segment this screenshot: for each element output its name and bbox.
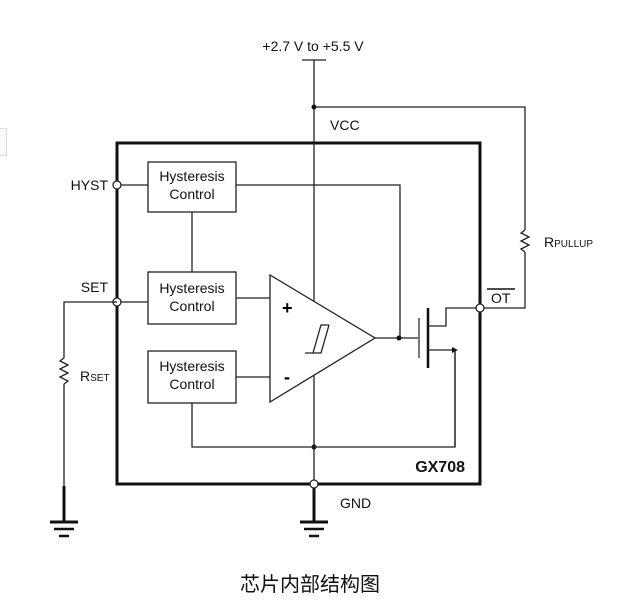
hysteresis-icon <box>305 324 329 354</box>
left-edge-marker <box>0 128 7 156</box>
block1-output-wire <box>236 184 401 338</box>
supply-label: +2.7 V to +5.5 V <box>262 38 364 54</box>
set-label: SET <box>81 279 109 295</box>
hyst-label: HYST <box>71 177 109 193</box>
hyst-pin <box>112 180 122 190</box>
chip-outline <box>115 141 482 486</box>
gnd-pin <box>309 479 319 489</box>
rpullup-label: RPULLUP <box>544 234 593 250</box>
block-1-line1: Hysteresis <box>159 168 224 184</box>
rset-label: RSET <box>80 368 110 384</box>
rset-resistor <box>58 357 70 385</box>
block-1-line2: Control <box>169 186 214 202</box>
figure-caption: 芯片内部结构图 <box>240 572 380 596</box>
comparator <box>269 273 377 404</box>
pullup-wire-top <box>314 106 526 230</box>
rpullup-resistor <box>519 229 531 253</box>
mosfet-drain-wire <box>428 307 480 327</box>
output-junction <box>396 335 402 341</box>
block-3-line2: Control <box>169 376 214 392</box>
comparator-minus: - <box>284 367 290 387</box>
block-2-line2: Control <box>169 298 214 314</box>
rset-wire-top <box>63 301 117 358</box>
gnd-label: GND <box>340 495 371 511</box>
pullup-wire-bottom <box>480 252 526 309</box>
ot-pin <box>475 303 485 313</box>
chip-name: GX708 <box>415 459 465 476</box>
block-3-line1: Hysteresis <box>159 358 224 374</box>
block-2-line1: Hysteresis <box>159 280 224 296</box>
vcc-label: VCC <box>330 117 360 133</box>
hysteresis-icon-2 <box>313 324 330 354</box>
ot-label: OT <box>491 290 511 306</box>
comparator-plus: + <box>282 298 293 318</box>
